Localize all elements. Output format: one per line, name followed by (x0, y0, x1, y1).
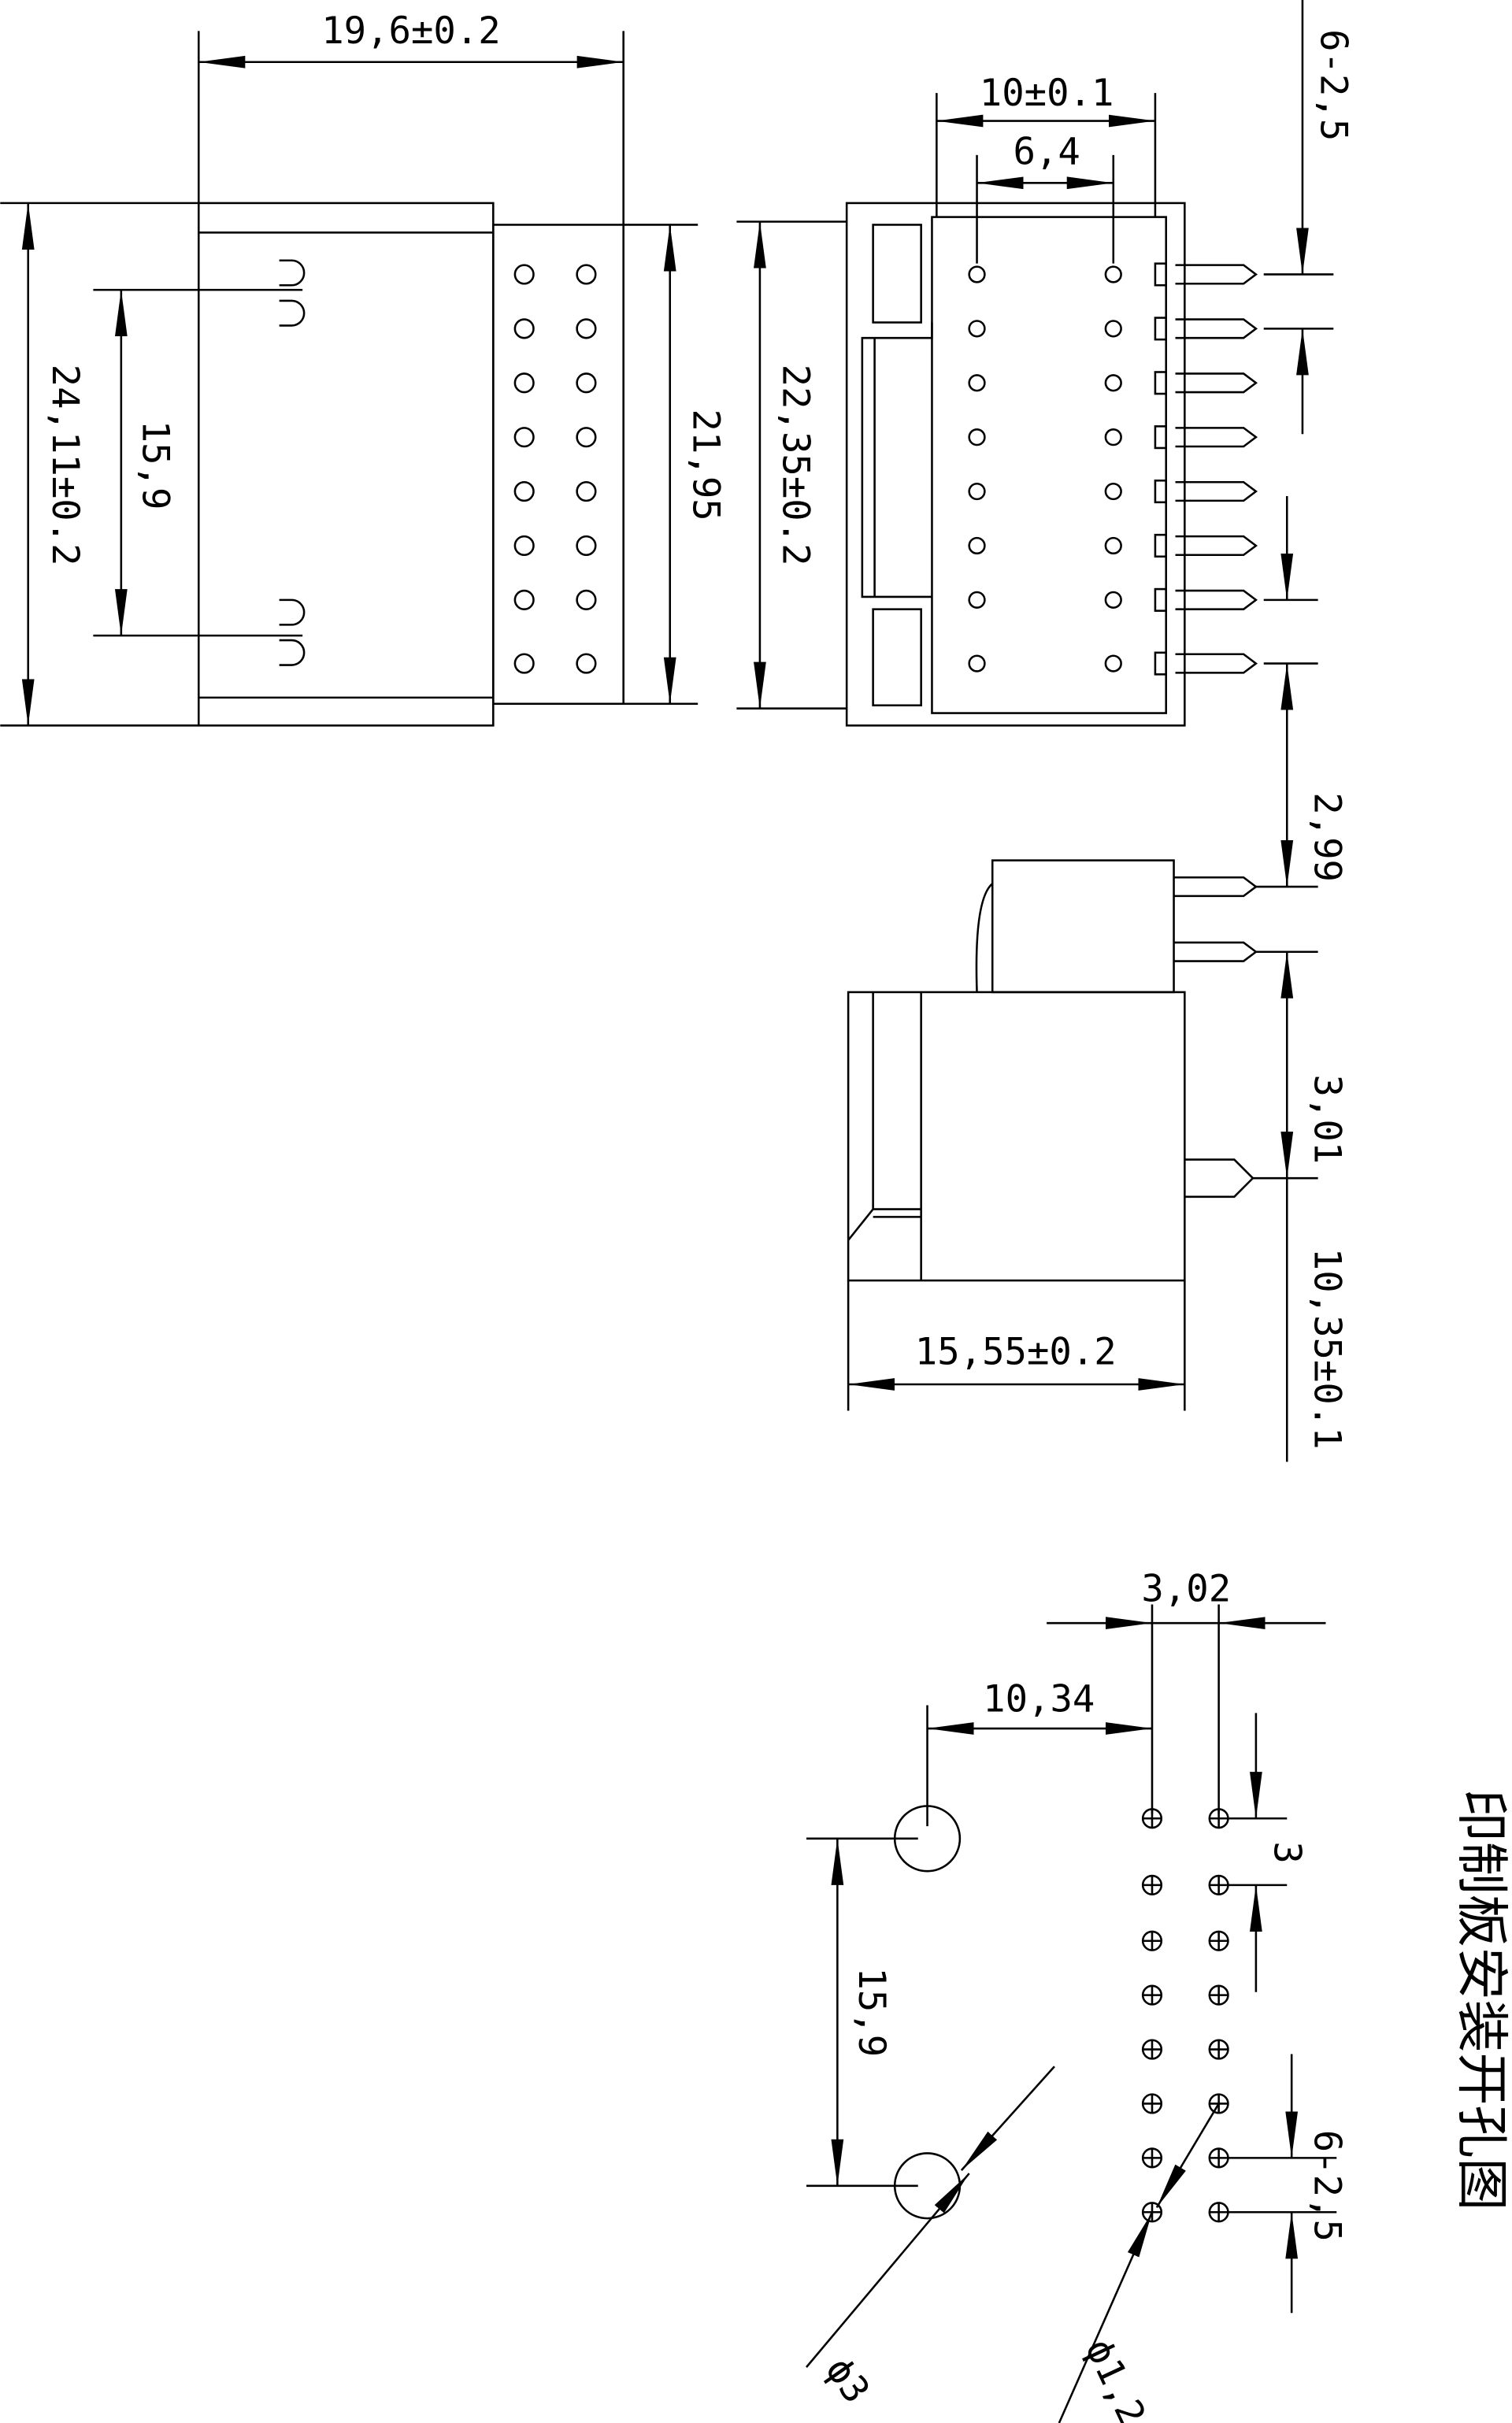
pin (1175, 318, 1258, 339)
dim-mount-offset-label: 10,34 (983, 1677, 1095, 1721)
dim-row-inner-label: 6,4 (1013, 131, 1080, 174)
contact-hole (968, 591, 986, 609)
crosshair-icon (1209, 2148, 1228, 2168)
contact-hole (968, 428, 986, 446)
pin (1175, 480, 1258, 502)
pin-slot (1154, 425, 1167, 450)
dim-row-spacing-label: 3,02 (1141, 1568, 1231, 1611)
pin-slot (1154, 262, 1167, 287)
crosshair-icon (1143, 1876, 1162, 1895)
pin (1173, 876, 1258, 1199)
dim-row-step-label: 3 (1266, 1841, 1309, 1863)
dim-pinfield-label: 21,95 (684, 409, 727, 521)
dim-mount-pitch-label: 15,9 (850, 1967, 893, 2057)
contact-hole (1104, 374, 1122, 392)
crosshair-icon (1143, 1985, 1162, 2005)
contact-hole (576, 427, 597, 448)
dim-width-label: 19,6±0.2 (321, 9, 500, 53)
contact-hole (513, 480, 535, 502)
crosshair-icon (1209, 2203, 1228, 2222)
contact-hole (1104, 536, 1122, 555)
contact-hole (1104, 320, 1122, 338)
contact-hole (1104, 265, 1122, 283)
pin-slot (1154, 480, 1167, 504)
contact-hole (513, 427, 535, 448)
contact-hole (968, 320, 986, 338)
dim-rear-height-label: 22,35±0.2 (773, 365, 817, 566)
contact-hole (1104, 654, 1122, 672)
pin-slot (1154, 371, 1167, 395)
contact-hole (576, 318, 597, 339)
crosshair-icon (1143, 2148, 1162, 2168)
contact-hole (968, 374, 986, 392)
dim-pin-a-label: 2,99 (1306, 792, 1349, 882)
dim-height-label: 24,11±0.2 (43, 365, 87, 566)
contact-hole (1104, 482, 1122, 501)
crosshair-icon (1209, 1985, 1228, 2005)
pcb-layout: 15,9 10,34 3,02 3 6-2,5 ϕ3 ϕ1,2 (806, 1568, 1349, 2423)
contact-hole (513, 264, 535, 285)
crosshair-icon (1143, 2094, 1162, 2114)
side-view: 2,99 3,01 10,35±0.1 15,55±0.2 (847, 792, 1349, 1450)
contact-hole (968, 265, 986, 283)
pin (1175, 264, 1258, 285)
dim-depth-label: 15,55±0.2 (915, 1330, 1117, 1373)
contact-hole (576, 480, 597, 502)
latch-symbol (279, 259, 306, 666)
pin-hole-diameter-label: ϕ1,2 (1077, 2332, 1154, 2423)
contact-hole (513, 589, 535, 610)
crosshair-icon (1143, 2040, 1162, 2059)
pin-slot (1154, 651, 1167, 676)
contact-hole (576, 589, 597, 610)
dim-pin-height-label: 10,35±0.1 (1306, 1248, 1349, 1450)
contact-hole (513, 535, 535, 557)
contact-hole (968, 536, 986, 555)
pin-slot (1154, 317, 1167, 341)
crosshair-icon (1209, 2040, 1228, 2059)
contact-hole (968, 482, 986, 501)
pin (1175, 653, 1258, 674)
dim-pitch-label: 6-2,5 (1312, 29, 1355, 141)
contact-hole (513, 318, 535, 339)
dim-pcb-pitch-label: 6-2,5 (1306, 2130, 1349, 2242)
contact-hole (576, 535, 597, 557)
contact-hole (1104, 591, 1122, 609)
pin-slot (1154, 533, 1167, 558)
pin (1175, 589, 1258, 610)
contact-hole (576, 264, 597, 285)
dim-pin-b-label: 3,01 (1306, 1074, 1349, 1164)
contact-hole (968, 654, 986, 672)
dim-row-outer-label: 10±0.1 (980, 72, 1114, 115)
pin-slot (1154, 587, 1167, 612)
rear-view: 10±0.1 6,4 22,35±0.2 6-2,5 (736, 0, 1355, 1462)
contact-hole (1104, 428, 1122, 446)
contact-hole (513, 653, 535, 674)
crosshair-icon (1209, 1876, 1228, 1895)
pin (1175, 372, 1258, 394)
crosshair-icon (1209, 1931, 1228, 1951)
pin (1175, 535, 1258, 557)
contact-hole (576, 372, 597, 394)
drawing-title: 印制板安装开孔图 (1451, 1789, 1512, 2210)
contact-hole (513, 372, 535, 394)
contact-hole (576, 653, 597, 674)
mount-hole-diameter-label: ϕ3 (817, 2350, 878, 2411)
front-view: 19,6±0.2 24,11±0.2 15,9 21,95 (0, 9, 727, 727)
dim-mount-label: 15,9 (133, 421, 176, 510)
pin (1175, 427, 1258, 448)
crosshair-icon (1143, 1931, 1162, 1951)
